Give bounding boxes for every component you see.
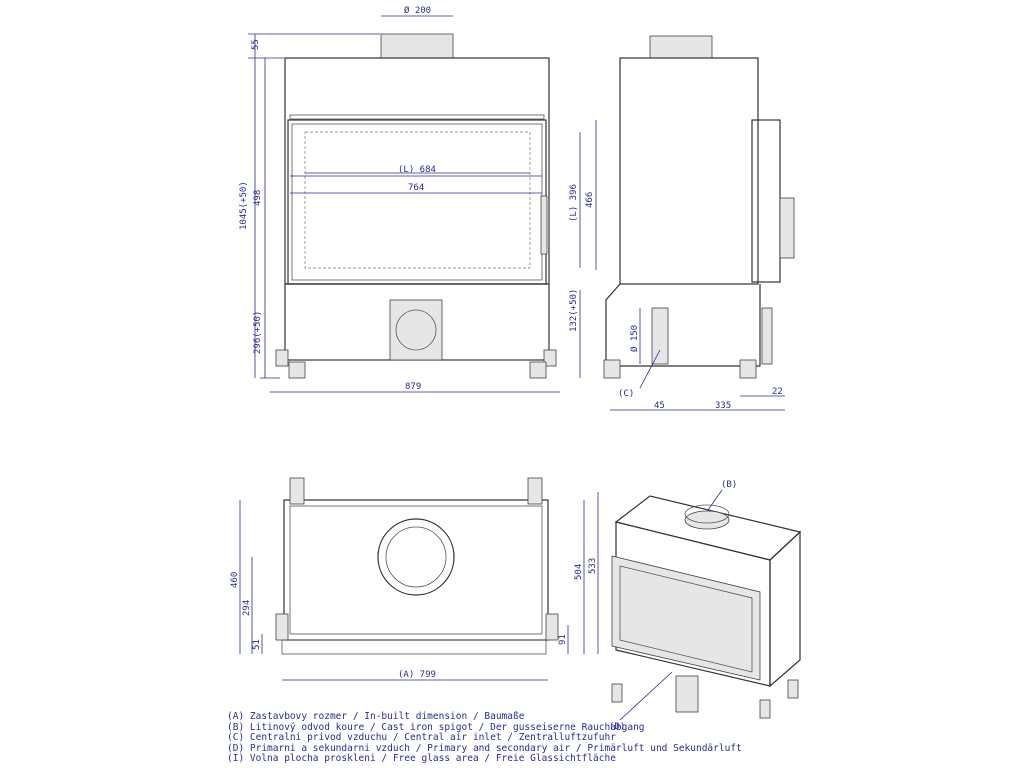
top-foot-left xyxy=(275,613,289,641)
dim-top: 55 xyxy=(251,39,261,50)
legend-item-a: (A) Zastavbovy rozmer / In-built dimensi… xyxy=(227,711,525,722)
legend-item-i: (I) Volna plocha proskleni / Free glass … xyxy=(227,753,616,765)
side-air-inlet xyxy=(651,307,669,365)
iso-flue xyxy=(684,510,730,530)
side-door-profile xyxy=(751,119,781,283)
iso-door xyxy=(611,555,761,681)
foot-right xyxy=(543,349,557,367)
dim-air-inlet-height: 132(+50) xyxy=(569,289,579,332)
top-bracket-left xyxy=(289,477,305,505)
side-view: Ø 150 (C) 45 335 22 xyxy=(603,35,795,411)
dim-total-height: 1045(+50) xyxy=(239,181,249,230)
iso-side xyxy=(769,530,801,688)
top-view: 460 294 51 504 533 91 (A) 799 xyxy=(230,477,599,681)
front-view: Ø 200 55 1045(+50) 498 296(+50) (L) 684 … xyxy=(239,5,597,393)
dim-depth-91: 91 xyxy=(558,634,568,645)
iso-view: (B) (D) xyxy=(609,480,802,732)
dim-door-height: 498 xyxy=(253,190,263,206)
side-front-plate xyxy=(761,307,773,365)
dim-depth-294: 294 xyxy=(242,600,252,616)
front-top-frame xyxy=(289,114,545,120)
top-inner xyxy=(289,505,543,635)
top-bracket-right xyxy=(527,477,543,505)
side-handle xyxy=(779,197,795,259)
foot-left xyxy=(275,349,289,367)
front-door-inner xyxy=(291,123,543,281)
dim-width-a: (A) 799 xyxy=(398,670,436,680)
dim-glass-width: (L) 684 xyxy=(398,165,436,175)
legend-item-c: (C) Centralni privod vzduchu / Central a… xyxy=(227,732,616,744)
label-d: (D) xyxy=(609,722,625,732)
dim-depth-51: 51 xyxy=(252,639,262,650)
foot-right-pad xyxy=(529,361,547,379)
legend: (A) Zastavbovy rozmer / In-built dimensi… xyxy=(227,711,747,765)
dim-depth: 335 xyxy=(715,401,731,411)
top-body xyxy=(283,499,549,641)
top-front-frame xyxy=(281,639,547,655)
dim-flue-diameter: Ø 200 xyxy=(404,5,431,16)
iso-foot-left xyxy=(611,683,623,703)
label-c: (C) xyxy=(618,389,634,399)
door-handle xyxy=(540,195,548,255)
dim-depth-533: 533 xyxy=(588,558,598,574)
side-foot-left xyxy=(603,359,621,379)
air-inlet-duct xyxy=(389,299,443,361)
top-flue-ring xyxy=(377,518,455,596)
dim-lower-height: 296(+50) xyxy=(253,311,263,354)
dim-depth-504: 504 xyxy=(574,564,584,580)
side-body xyxy=(619,57,759,285)
glass-area xyxy=(304,131,531,269)
top-flue-inner xyxy=(385,526,447,588)
dim-glass-height: (L) 396 xyxy=(569,184,579,222)
iso-foot-rear xyxy=(787,679,799,699)
label-b: (B) xyxy=(721,480,737,490)
flue-spigot xyxy=(380,33,454,59)
side-flue xyxy=(649,35,713,59)
dim-door-width: 764 xyxy=(408,183,424,193)
air-inlet-ring xyxy=(395,309,437,351)
dim-total-width: 879 xyxy=(405,382,421,392)
dim-air-diameter: Ø 150 xyxy=(629,325,640,352)
top-foot-right xyxy=(545,613,559,641)
dim-door-outer-height: 466 xyxy=(585,192,595,208)
legend-item-b: (B) Litinový odvod koure / Cast iron spi… xyxy=(227,721,645,733)
dim-depth-460: 460 xyxy=(230,572,240,588)
side-foot-right xyxy=(739,359,757,379)
foot-left-pad xyxy=(288,361,306,379)
legend-item-d: (D) Primarni a sekundarni vzduch / Prima… xyxy=(227,742,742,754)
iso-air-inlet xyxy=(675,675,699,713)
iso-foot-right xyxy=(759,699,771,719)
front-door xyxy=(287,119,547,285)
dim-offset: 45 xyxy=(654,401,665,411)
dim-rear: 22 xyxy=(772,387,783,397)
